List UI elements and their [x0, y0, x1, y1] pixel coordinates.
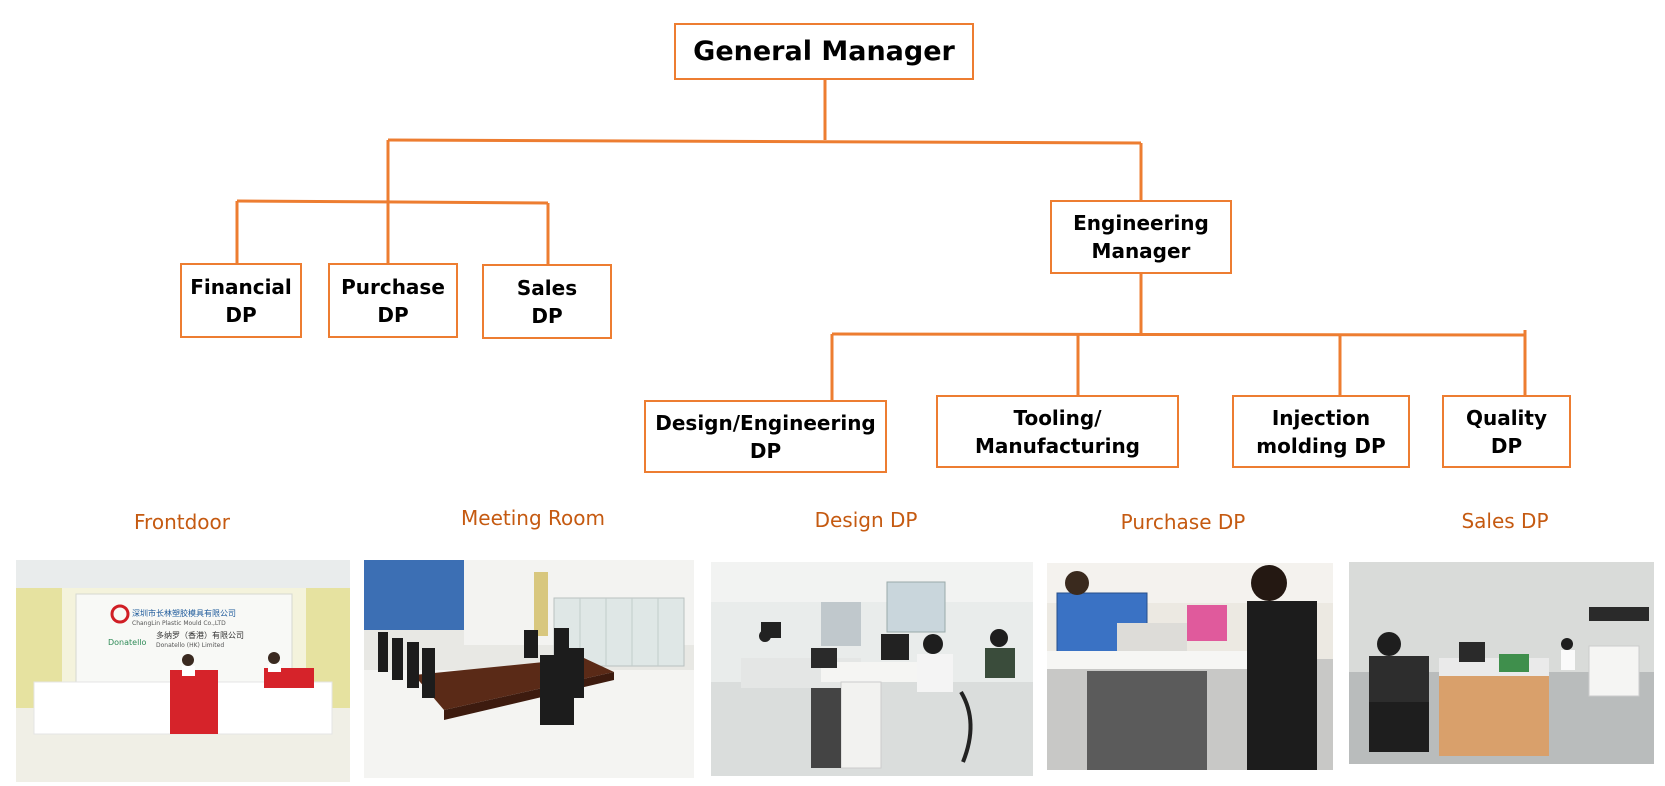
quality-dp-box: Quality DP — [1442, 395, 1571, 468]
purchase-dp-box: Purchase DP — [328, 263, 458, 338]
caption-sales-dp: Sales DP — [1461, 509, 1549, 533]
svg-text:深圳市长林塑胶模具有限公司: 深圳市长林塑胶模具有限公司 — [132, 608, 236, 618]
photo-sales-dp — [1349, 562, 1654, 764]
financial-dp-box: Financial DP — [180, 263, 302, 338]
photo-meeting-room — [364, 560, 694, 778]
tooling-manufacturing-box: Tooling/ Manufacturing — [936, 395, 1179, 468]
caption-meeting-room: Meeting Room — [461, 506, 605, 530]
svg-text:ChangLin Plastic Mould Co.,LTD: ChangLin Plastic Mould Co.,LTD — [132, 620, 226, 627]
photo-frontdoor: 深圳市长林塑胶模具有限公司 ChangLin Plastic Mould Co.… — [16, 560, 350, 782]
photo-design-dp — [711, 562, 1033, 776]
photo-purchase-dp — [1047, 563, 1333, 770]
sales-dp-box: Sales DP — [482, 264, 612, 339]
injection-molding-dp-box: Injection molding DP — [1232, 395, 1410, 468]
general-manager-box: General Manager — [674, 23, 974, 80]
engineering-manager-box: Engineering Manager — [1050, 200, 1232, 274]
org-chart-connectors — [235, 80, 1527, 400]
design-engineering-dp-box: Design/Engineering DP — [644, 400, 887, 473]
svg-text:Donatello (HK) Limited: Donatello (HK) Limited — [156, 642, 224, 649]
svg-text:Donatello: Donatello — [108, 638, 147, 647]
caption-frontdoor: Frontdoor — [134, 510, 230, 534]
caption-purchase-dp: Purchase DP — [1120, 510, 1246, 534]
caption-design-dp: Design DP — [814, 508, 918, 532]
svg-text:多纳罗（香港）有限公司: 多纳罗（香港）有限公司 — [156, 630, 244, 640]
